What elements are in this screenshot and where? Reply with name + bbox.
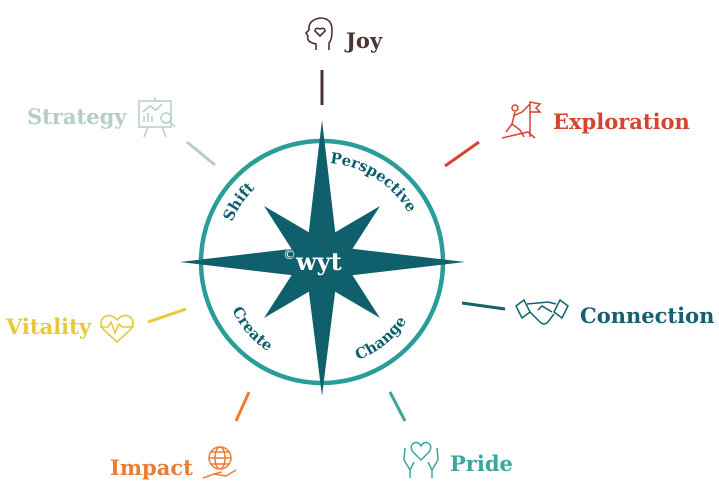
label-vitality: Vitality [5,314,92,339]
heart-pulse-icon [100,314,134,344]
label-strategy: Strategy [27,104,127,129]
label-connection: Connection [580,303,714,328]
logo-copyright: © [283,248,296,263]
head-heart-icon [304,17,333,50]
exploration-connector [444,140,480,168]
label-exploration: Exploration [553,109,690,134]
ring-word-shift: Shift [219,179,258,224]
hands-heart-icon [403,441,439,478]
strategy-connector [186,140,216,167]
presentation-chart-icon [138,97,176,138]
impact-connector [234,391,251,422]
globe-hand-icon [202,446,237,479]
connection-connector [461,301,506,311]
handshake-icon [515,298,569,325]
vitality-connector [147,307,187,324]
compass-star [180,120,465,396]
ring-word-perspective: Perspective [329,149,420,215]
label-pride: Pride [450,451,513,476]
label-impact: Impact [110,455,193,480]
climber-flag-icon [501,101,542,139]
logo-wyt: wyt [295,247,342,276]
pride-connector [388,391,407,422]
label-joy: Joy [344,28,383,53]
